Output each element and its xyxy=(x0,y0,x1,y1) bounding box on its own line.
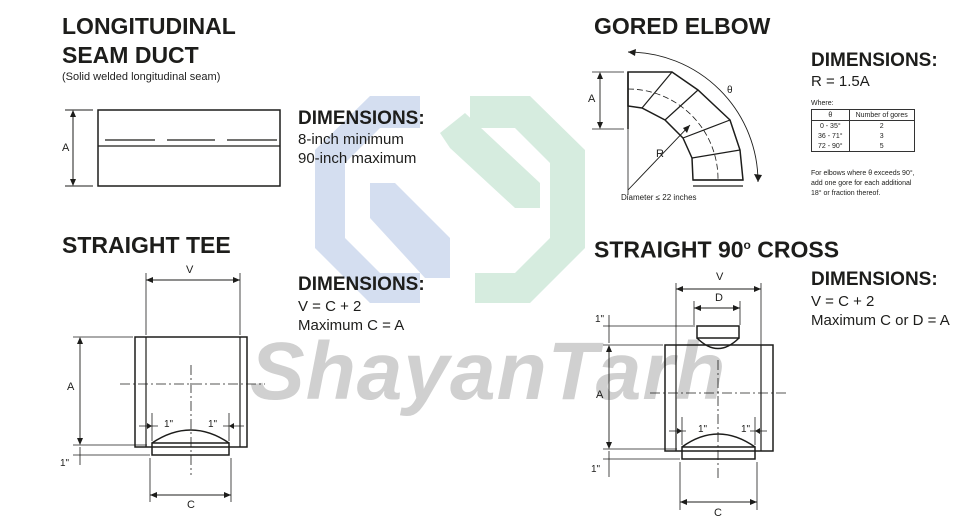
logo-watermark xyxy=(315,96,585,303)
straight-tee-dim-c: C xyxy=(187,499,195,511)
table-cell: 2 xyxy=(848,120,915,131)
gored-elbow-dimension-r: R = 1.5A xyxy=(811,73,870,90)
gored-elbow-theta: θ xyxy=(727,85,733,96)
straight-tee-dim-a: A xyxy=(67,381,75,393)
table-cell: 36 - 71° xyxy=(811,131,850,141)
gored-elbow-note-line3: 18° or fraction thereof. xyxy=(811,190,881,197)
straight-cross-dim-1in-bottom: 1" xyxy=(591,464,601,475)
straight-cross-dimension-cd: Maximum C or D = A xyxy=(811,312,950,329)
table-cell: 5 xyxy=(848,141,915,152)
straight-cross-dim-1in-left: 1" xyxy=(698,424,708,435)
longitudinal-subtitle: (Solid welded longitudinal seam) xyxy=(62,71,221,83)
gored-elbow-where-label: Where: xyxy=(811,100,834,107)
straight-cross-title-suffix: CROSS xyxy=(750,236,840,263)
straight-tee-dim-1in-left: 1" xyxy=(164,419,174,430)
longitudinal-dim-a: A xyxy=(62,142,70,154)
straight-cross-dim-a: A xyxy=(596,389,604,401)
table-cell: 3 xyxy=(848,131,915,141)
gores-table-header-gores: Number of gores xyxy=(848,109,915,121)
longitudinal-title-line1: LONGITUDINAL xyxy=(62,13,236,39)
straight-cross-dimensions-heading: DIMENSIONS: xyxy=(811,269,938,290)
gored-elbow-dim-a: A xyxy=(588,93,596,105)
longitudinal-dimensions-heading: DIMENSIONS: xyxy=(298,108,425,129)
straight-tee-dim-1in-right: 1" xyxy=(208,419,218,430)
longitudinal-duct-drawing xyxy=(65,109,281,187)
gored-elbow-dim-r: R xyxy=(656,148,664,160)
gores-table-header: θ Number of gores xyxy=(811,109,915,121)
straight-tee-dimension-c: Maximum C = A xyxy=(298,317,405,334)
gored-elbow-title: GORED ELBOW xyxy=(594,13,771,39)
straight-cross-dim-v: V xyxy=(716,271,724,283)
gored-elbow-note-line1: For elbows where θ exceeds 90°, xyxy=(811,170,915,177)
straight-tee-dimensions-heading: DIMENSIONS: xyxy=(298,274,425,295)
gored-elbow-diameter-note: Diameter ≤ 22 inches xyxy=(621,193,697,202)
straight-cross-title: STRAIGHT 90o CROSS xyxy=(594,232,839,264)
table-row: 0 - 35° 2 xyxy=(811,120,915,131)
table-row: 72 - 90° 5 xyxy=(811,141,915,152)
straight-tee-title: STRAIGHT TEE xyxy=(62,232,231,258)
straight-tee-dim-v: V xyxy=(186,264,194,276)
table-row: 36 - 71° 3 xyxy=(811,131,915,141)
longitudinal-dimension-max: 90-inch maximum xyxy=(298,150,417,167)
brand-watermark-text: ShayanTarh xyxy=(250,326,727,417)
gored-elbow-dimensions-heading: DIMENSIONS: xyxy=(811,50,938,71)
straight-tee-dimension-v: V = C + 2 xyxy=(298,298,362,315)
table-cell: 0 - 35° xyxy=(811,120,850,131)
gored-elbow-note-line2: add one gore for each additional xyxy=(811,180,912,187)
straight-cross-dim-1in-top: 1" xyxy=(595,314,605,325)
table-cell: 72 - 90° xyxy=(811,141,850,152)
straight-cross-dim-d: D xyxy=(715,292,723,304)
straight-cross-dim-1in-right: 1" xyxy=(741,424,751,435)
gores-table-header-theta: θ xyxy=(811,109,850,121)
straight-tee-dim-1in-bottom: 1" xyxy=(60,458,70,469)
longitudinal-title-line2: SEAM DUCT xyxy=(62,42,199,68)
straight-tee-drawing xyxy=(73,273,265,502)
straight-cross-dim-c: C xyxy=(714,507,722,519)
longitudinal-dimension-min: 8-inch minimum xyxy=(298,131,404,148)
gored-elbow-drawing xyxy=(592,49,762,195)
straight-cross-title-degree: o xyxy=(743,238,751,252)
straight-cross-dimension-v: V = C + 2 xyxy=(811,293,875,310)
straight-cross-title-text: STRAIGHT 90 xyxy=(594,236,744,263)
straight-cross-drawing xyxy=(603,283,787,510)
gores-table: θ Number of gores 0 - 35° 2 36 - 71° 3 7… xyxy=(811,109,915,152)
